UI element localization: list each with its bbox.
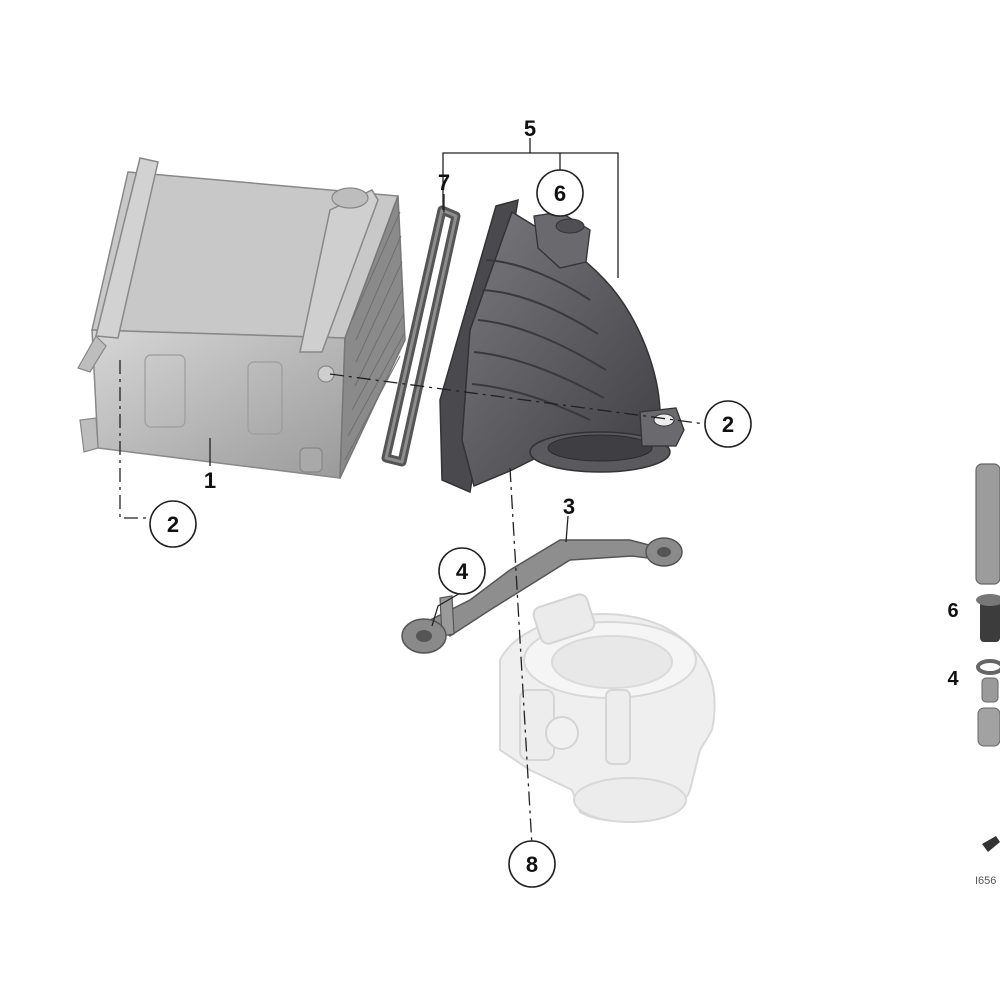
callout-4: 4 [438,547,486,595]
svg-text:4: 4 [456,559,469,584]
gasket [381,205,461,467]
leader-lines [119,138,706,847]
intake-housing [439,198,685,494]
svg-text:8: 8 [526,852,538,877]
side-label-4: 4 [947,668,959,690]
intercooler-body [77,157,406,479]
callout-1: 1 [204,468,216,493]
svg-text:5: 5 [524,116,536,141]
callout-7: 7 [438,170,450,195]
callout-3: 3 [563,494,575,519]
grommet [401,537,683,654]
svg-text:3: 3 [563,494,575,519]
svg-text:2: 2 [722,412,734,437]
svg-text:6: 6 [554,181,566,206]
callout-5: 5 [524,116,536,141]
svg-text:7: 7 [438,170,450,195]
image-code: I656 [975,875,996,887]
callout-8: 8 [508,840,556,888]
side-label-6: 6 [947,600,958,622]
throttle-body [499,593,716,823]
callout-2-left: 2 [149,500,197,548]
callout-2-right: 2 [704,400,752,448]
fastener-panel [975,463,1000,852]
svg-text:2: 2 [167,512,179,537]
svg-text:1: 1 [204,468,216,493]
callout-6: 6 [536,169,584,217]
